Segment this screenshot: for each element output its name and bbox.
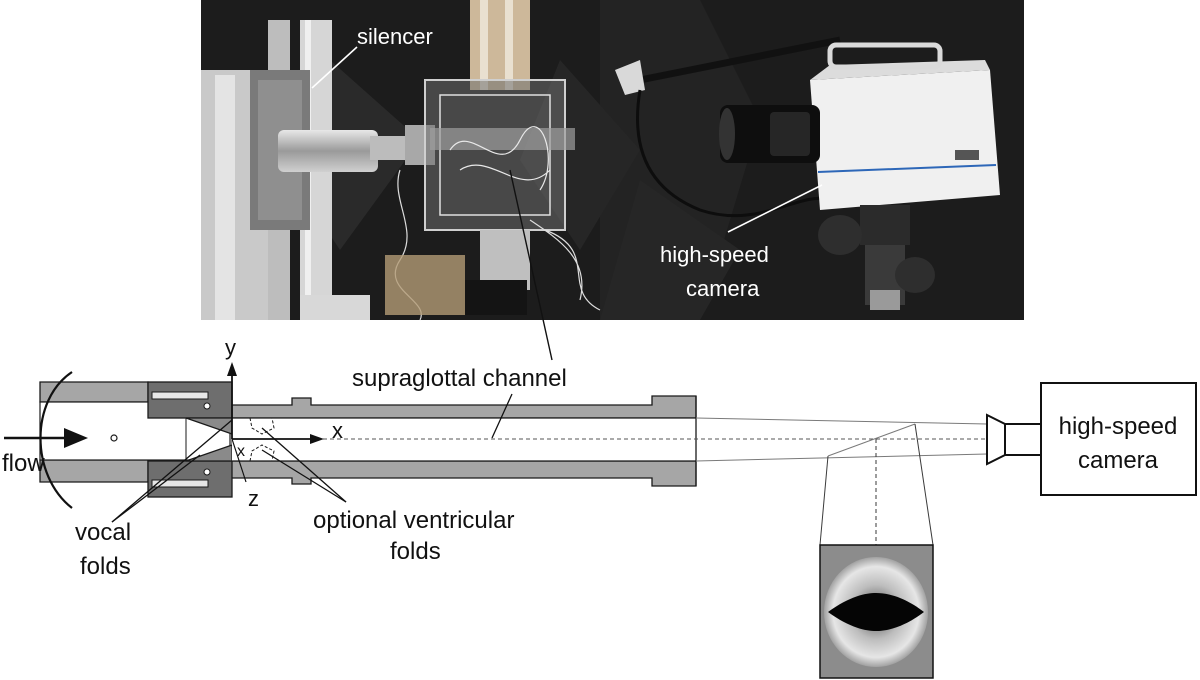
vertical-rail <box>470 0 530 90</box>
box-stand <box>462 280 527 315</box>
x-small-label: x <box>237 443 245 460</box>
setup-photo: silencer high-speed camera <box>201 0 1024 321</box>
wires <box>529 219 601 311</box>
diagram-labels: y x z x flow supraglottal channel vocal … <box>2 335 567 580</box>
vertical-rail <box>505 0 513 90</box>
photo-channel-leader-line <box>509 169 553 361</box>
vocal-folds-leader <box>111 419 233 523</box>
camera-cable <box>636 89 831 218</box>
silencer-leader-line <box>311 46 358 89</box>
ventricular-folds-label-line2: folds <box>390 538 441 565</box>
camera-schematic: high-speed camera <box>986 382 1197 496</box>
wires <box>449 126 551 191</box>
vocal-folds-leader <box>111 454 201 523</box>
camera-label-line1: high-speed <box>1059 413 1178 440</box>
silencer-tube <box>278 130 378 172</box>
camera-lens-barrel <box>1004 423 1042 456</box>
acrylic-box <box>430 128 575 150</box>
flow-label: flow <box>2 450 45 477</box>
y-axis-label: y <box>225 335 236 360</box>
tripod-head <box>860 205 910 245</box>
camera-lens-icon <box>986 413 1006 466</box>
upper-fold-block <box>147 381 233 419</box>
camera-arm <box>639 36 841 84</box>
view-ray <box>827 423 916 457</box>
channel-schematic <box>4 362 990 523</box>
vocal-folds-label-line2: folds <box>80 553 131 580</box>
upper-bolt <box>203 402 211 410</box>
upper-screw <box>151 391 209 400</box>
lower-bolt <box>203 468 211 476</box>
frame-rail <box>215 75 235 320</box>
tripod-knob <box>895 257 935 293</box>
y-axis-arrowhead <box>227 362 237 376</box>
tripod-knob <box>818 215 862 255</box>
ventricular-leader <box>261 449 347 503</box>
lower-fold-block <box>147 460 233 498</box>
inset-leader <box>914 423 934 546</box>
lower-ventricular-fold <box>249 444 275 462</box>
tripod-base <box>870 290 900 310</box>
base-block <box>300 295 370 320</box>
ventricular-folds-label-line1: optional ventricular <box>313 507 514 534</box>
inlet-port <box>110 434 118 442</box>
lower-screw <box>151 479 209 488</box>
silencer-label: silencer <box>357 24 433 49</box>
z-axis-line <box>231 438 247 483</box>
vocal-folds-label-line1: vocal <box>75 519 131 546</box>
acrylic-box <box>439 94 551 216</box>
view-ray <box>695 453 988 462</box>
x-axis-arrowhead <box>310 434 324 444</box>
photo-camera-label-line2: camera <box>686 276 760 301</box>
x-axis-label: x <box>332 418 343 443</box>
ventricular-leader <box>261 427 347 503</box>
arrow-right-icon <box>64 428 88 448</box>
foam-panel <box>600 180 740 320</box>
camera-body-box <box>1040 382 1197 496</box>
vertical-rail <box>480 0 488 90</box>
glottal-opening <box>828 593 924 631</box>
wire-bundle <box>385 255 465 315</box>
supraglottal-leader <box>491 393 513 439</box>
camera-label-line2: camera <box>1078 447 1159 474</box>
inset-leader <box>819 455 829 546</box>
camera-leader-line <box>727 184 823 233</box>
upper-ventricular-fold <box>249 417 275 435</box>
z-axis-label: z <box>248 486 259 511</box>
supraglottal-channel-label: supraglottal channel <box>352 365 567 392</box>
photo-camera-label-line1: high-speed <box>660 242 769 267</box>
view-ray <box>695 417 988 425</box>
glottis-inset-image <box>819 544 934 679</box>
acrylic-box <box>424 79 566 231</box>
lower-channel-wall <box>39 459 697 487</box>
camera-clamp <box>615 60 645 95</box>
camera-icon <box>719 42 1000 210</box>
optical-path <box>695 417 988 546</box>
silencer-tube <box>370 136 410 160</box>
